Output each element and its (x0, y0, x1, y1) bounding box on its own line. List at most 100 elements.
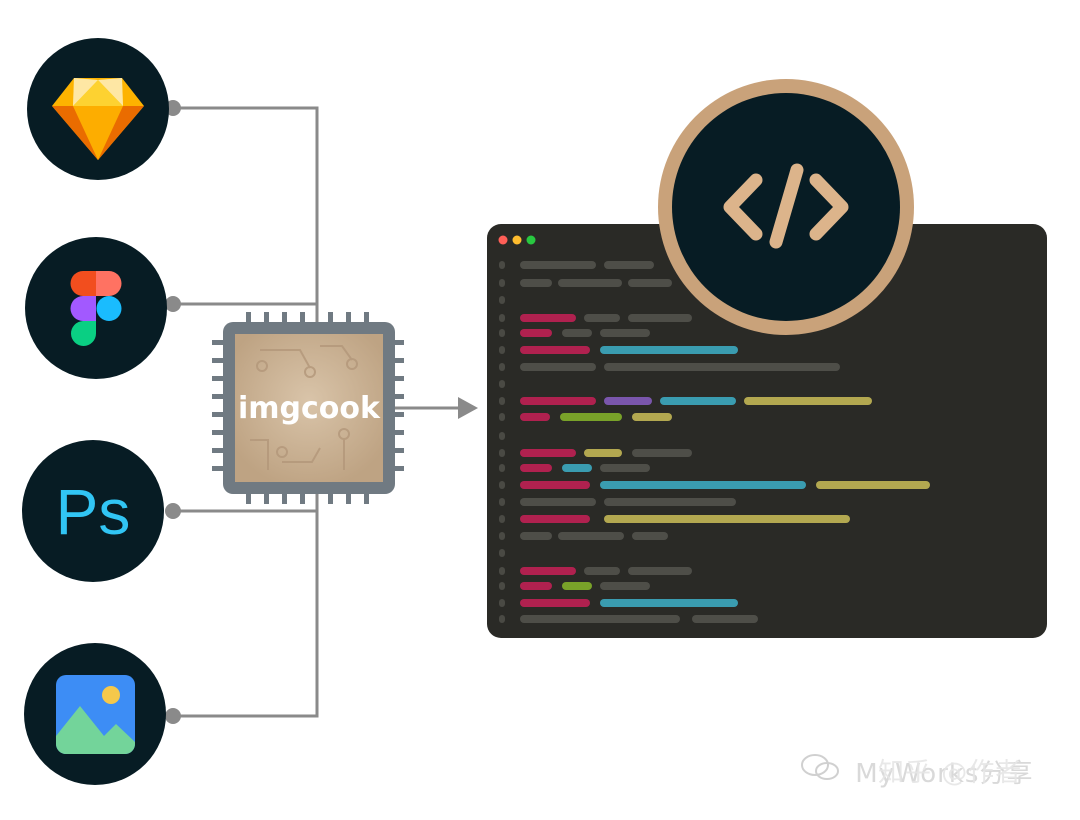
minimize-dot (512, 235, 522, 245)
code-token-bar-39 (584, 567, 620, 575)
maximize-dot (526, 235, 536, 245)
code-token-bar-2 (520, 279, 552, 287)
code-token-bar-25 (520, 464, 552, 472)
connector-dots (165, 100, 181, 724)
figma-icon (70, 271, 122, 346)
line-gutter-marker (499, 498, 505, 506)
close-dot (498, 235, 508, 245)
line-gutter-marker (499, 582, 505, 590)
code-token-bar-46 (520, 615, 680, 623)
code-token-bar-26 (562, 464, 592, 472)
line-gutter-marker (499, 532, 505, 540)
code-lines (499, 261, 930, 623)
code-token-bar-16 (604, 397, 652, 405)
code-token-bar-29 (600, 481, 806, 489)
watermark-text-a: MyWorks分享 (855, 759, 1034, 789)
code-token-bar-20 (560, 413, 622, 421)
code-token-bar-13 (520, 363, 596, 371)
code-token-bar-21 (632, 413, 672, 421)
code-token-bar-27 (600, 464, 650, 472)
watermark-text-b: 知乎 @作者 (878, 758, 1023, 788)
code-token-bar-44 (520, 599, 590, 607)
chip-pins (212, 312, 404, 504)
code-editor-window (487, 224, 1047, 638)
line-gutter-marker (499, 296, 505, 304)
line-gutter-marker (499, 567, 505, 575)
image-icon (56, 675, 135, 754)
code-token-bar-31 (520, 498, 596, 506)
window-controls (498, 235, 536, 245)
code-token-bar-1 (604, 261, 654, 269)
code-token-bar-34 (604, 515, 850, 523)
line-gutter-marker (499, 279, 505, 287)
source-sketch (27, 38, 169, 180)
chip-label: imgcook (238, 391, 381, 426)
connector-sketch (173, 106, 319, 325)
code-token-bar-35 (520, 532, 552, 540)
line-gutter-marker (499, 261, 505, 269)
code-token-bar-15 (520, 397, 596, 405)
watermark: MyWorks分享 知乎 @作者 (800, 752, 1033, 790)
code-token-bar-38 (520, 567, 576, 575)
source-figma (25, 237, 167, 379)
line-gutter-marker (499, 413, 505, 421)
code-token-bar-4 (628, 279, 672, 287)
code-token-bar-22 (520, 449, 576, 457)
line-gutter-marker (499, 346, 505, 354)
source-image (24, 643, 166, 785)
code-token-bar-47 (692, 615, 758, 623)
sketch-icon (52, 78, 144, 160)
code-token-bar-43 (600, 582, 650, 590)
imgcook-chip: imgcook (212, 312, 404, 504)
line-gutter-marker (499, 314, 505, 322)
line-gutter-marker (499, 363, 505, 371)
line-gutter-marker (499, 397, 505, 405)
chip-circuit-traces (250, 345, 358, 470)
code-token-bar-30 (816, 481, 930, 489)
code-token-bar-36 (558, 532, 624, 540)
code-token-bar-24 (632, 449, 692, 457)
code-token-bar-11 (520, 346, 590, 354)
code-token-bar-28 (520, 481, 590, 489)
line-gutter-marker (499, 329, 505, 337)
code-token-bar-8 (520, 329, 552, 337)
code-token-bar-37 (632, 532, 668, 540)
line-gutter-marker (499, 515, 505, 523)
line-gutter-marker (499, 549, 505, 557)
code-token-bar-19 (520, 413, 550, 421)
photoshop-icon: Ps (56, 476, 131, 548)
code-token-bar-14 (604, 363, 840, 371)
output-arrow-head (458, 397, 478, 419)
code-token-bar-18 (744, 397, 872, 405)
line-gutter-marker (499, 615, 505, 623)
connector-lines (173, 106, 463, 718)
code-token-bar-40 (628, 567, 692, 575)
code-token-bar-9 (562, 329, 592, 337)
line-gutter-marker (499, 432, 505, 440)
line-gutter-marker (499, 380, 505, 388)
line-gutter-marker (499, 599, 505, 607)
code-token-bar-7 (628, 314, 692, 322)
code-token-bar-41 (520, 582, 552, 590)
source-photoshop: Ps (22, 440, 164, 582)
code-token-bar-17 (660, 397, 736, 405)
code-token-bar-23 (584, 449, 622, 457)
connector-image (173, 492, 319, 718)
code-badge (658, 79, 914, 335)
line-gutter-marker (499, 464, 505, 472)
wechat-icon (800, 752, 840, 789)
line-gutter-marker (499, 481, 505, 489)
code-token-bar-6 (584, 314, 620, 322)
code-token-bar-0 (520, 261, 596, 269)
code-token-bar-10 (600, 329, 650, 337)
code-token-bar-12 (600, 346, 738, 354)
code-token-bar-3 (558, 279, 622, 287)
code-token-bar-42 (562, 582, 592, 590)
code-token-bar-33 (520, 515, 590, 523)
code-token-bar-45 (600, 599, 738, 607)
line-gutter-marker (499, 449, 505, 457)
code-brackets-icon (723, 163, 849, 249)
code-token-bar-5 (520, 314, 576, 322)
code-token-bar-32 (604, 498, 736, 506)
